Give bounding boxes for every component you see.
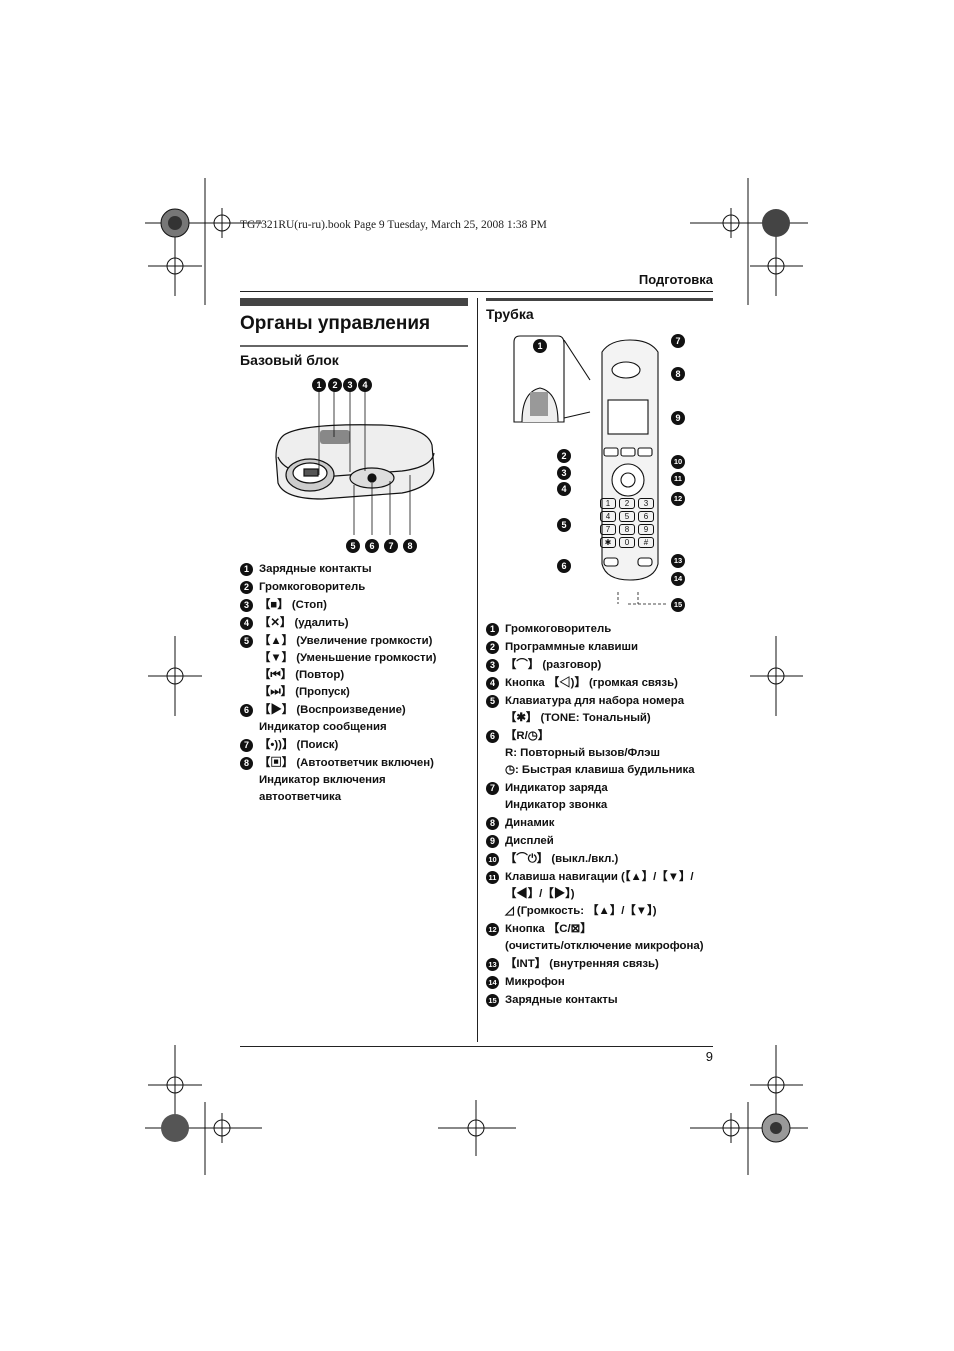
keypad-key: 7 — [600, 524, 616, 535]
base-unit-heading: Базовый блок — [240, 352, 339, 368]
book-info-line: TG7321RU(ru-ru).book Page 9 Tuesday, Mar… — [240, 219, 547, 231]
keypad-key: 2 — [619, 498, 635, 509]
handset-callout-12: 12 — [671, 492, 685, 506]
base-callout-3: 3 — [343, 378, 357, 392]
keypad-key: 9 — [638, 524, 654, 535]
base-legend-item: 6【▶】 (Воспроизведение)Индикатор сообщени… — [240, 702, 472, 736]
base-callout-2: 2 — [328, 378, 342, 392]
base-legend-item: 4【✕】 (удалить) — [240, 615, 472, 632]
base-legend-item: 7【•))】 (Поиск) — [240, 737, 472, 754]
handset-callout-7: 7 — [671, 334, 685, 348]
keypad-key: ✱ — [600, 537, 616, 548]
handset-callout-3: 3 — [557, 466, 571, 480]
handset-heading: Трубка — [486, 306, 534, 322]
handset-legend-item: 10【⌒⏻】 (выкл./вкл.) — [486, 851, 718, 868]
handset-illustration — [513, 335, 668, 605]
base-callout-1: 1 — [312, 378, 326, 392]
handset-callout-13: 13 — [671, 554, 685, 568]
base-legend-item: 5【▲】 (Увеличение громкости)【▼】 (Уменьшен… — [240, 633, 472, 701]
keypad-key: 8 — [619, 524, 635, 535]
keypad-key: 6 — [638, 511, 654, 522]
handset-legend-item: 13【INT】 (внутренняя связь) — [486, 956, 718, 973]
base-callout-4: 4 — [358, 378, 372, 392]
base-callout-8: 8 — [403, 539, 417, 553]
handset-callout-6: 6 — [557, 559, 571, 573]
keypad-key: 3 — [638, 498, 654, 509]
base-callout-5: 5 — [346, 539, 360, 553]
handset-keypad: 1 2 3 4 5 6 7 8 9 ✱ 0 # — [600, 498, 660, 548]
base-unit-illustration — [275, 383, 435, 535]
title-bar — [240, 298, 468, 306]
handset-callout-11: 11 — [671, 472, 685, 486]
handset-callout-1: 1 — [533, 339, 547, 353]
keypad-key: # — [638, 537, 654, 548]
header-rule — [240, 291, 713, 292]
handset-callout-10: 10 — [671, 455, 685, 469]
base-callout-6: 6 — [365, 539, 379, 553]
base-callout-7: 7 — [384, 539, 398, 553]
handset-callout-8: 8 — [671, 367, 685, 381]
handset-callout-4: 4 — [557, 482, 571, 496]
footer-rule — [240, 1046, 713, 1047]
keypad-key: 5 — [619, 511, 635, 522]
page-number: 9 — [705, 1049, 713, 1064]
handset-legend-item: 3【⌒】 (разговор) — [486, 657, 718, 674]
column-divider — [477, 298, 478, 1042]
section-header: Подготовка — [638, 272, 713, 287]
keypad-key: 0 — [619, 537, 635, 548]
keypad-key: 4 — [600, 511, 616, 522]
handset-callout-14: 14 — [671, 572, 685, 586]
keypad-key: 1 — [600, 498, 616, 509]
base-legend-item: 3【■】 (Стоп) — [240, 597, 472, 614]
base-legend-item: 8【▣】 (Автоответчик включен)Индикатор вкл… — [240, 755, 472, 806]
handset-legend-item: 6【R/◷】R: Повторный вызов/Флэш◷: Быстрая … — [486, 728, 718, 779]
handset-callout-9: 9 — [671, 411, 685, 425]
title-rule — [240, 345, 468, 347]
handset-top-bar — [486, 298, 713, 301]
handset-callout-5: 5 — [557, 518, 571, 532]
page-title: Органы управления — [240, 313, 431, 334]
handset-callout-2: 2 — [557, 449, 571, 463]
handset-callout-15: 15 — [671, 598, 685, 612]
